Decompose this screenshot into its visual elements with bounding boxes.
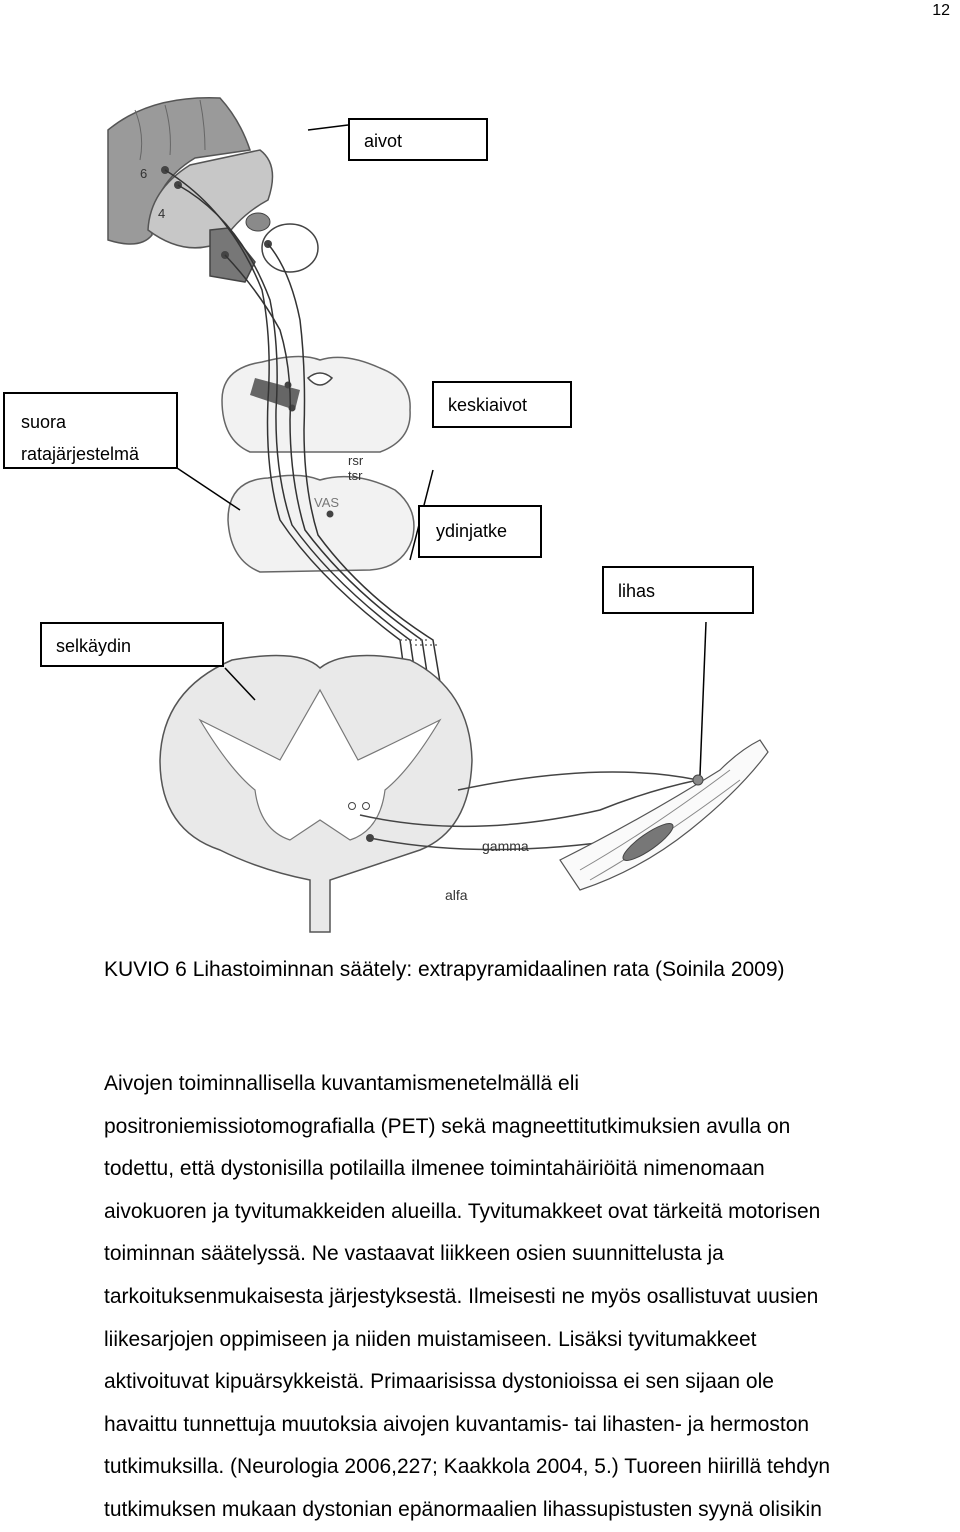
label-suora-ratajarjestelma: suora ratajärjestelmä [3, 392, 178, 469]
body-line: aktivoituvat kipuärsykkeistä. Primaarisi… [104, 1370, 774, 1394]
body-line: toiminnan säätelyssä. Ne vastaavat liikk… [104, 1242, 724, 1266]
tsr-label: tsr [348, 468, 363, 483]
body-line: tutkimuksilla. (Neurologia 2006,227; Kaa… [104, 1455, 831, 1479]
area-4-label: 4 [158, 206, 165, 221]
midbrain-section [221, 355, 411, 453]
body-line: liikesarjojen oppimiseen ja niiden muist… [104, 1327, 757, 1351]
page-number: 12 [932, 2, 950, 19]
body-line: havaittu tunnettuja muutoksia aivojen ku… [104, 1412, 810, 1436]
descending-tracts [164, 169, 459, 791]
label-lihas: lihas [602, 566, 754, 614]
body-line: tutkimuksen mukaan dystonian epänormaali… [104, 1497, 822, 1521]
figure-caption: KUVIO 6 Lihastoiminnan säätely: extrapyr… [104, 958, 785, 981]
label-keskiaivot-text: keskiaivot [448, 395, 528, 415]
label-selkaydin-text: selkäydin [56, 636, 132, 656]
body-line: tarkoituksenmukaisesta järjestyksestä. I… [104, 1284, 819, 1308]
body-line: aivokuoren ja tyvitumakkeiden alueilla. … [104, 1199, 821, 1223]
label-suora-line2: ratajärjestelmä [21, 444, 140, 464]
label-selkaydin: selkäydin [40, 622, 224, 667]
area-6-label: 6 [140, 166, 147, 181]
gamma-label: gamma [482, 838, 529, 854]
label-aivot: aivot [348, 118, 488, 161]
medulla-section [227, 474, 415, 573]
body-line: positroniemissiotomografialla (PET) sekä… [104, 1114, 791, 1138]
leader-lines [176, 124, 707, 776]
vas-label: VAS [314, 495, 339, 510]
rsr-label: rsr [348, 453, 364, 468]
cortex-shape [107, 97, 319, 283]
body-paragraph: Aivojen toiminnallisella kuvantamismenet… [104, 1063, 954, 1532]
dotted-tracts [400, 639, 440, 646]
label-ydinjatke: ydinjatke [418, 505, 542, 558]
body-line: Aivojen toiminnallisella kuvantamismenet… [104, 1072, 580, 1095]
pathway-illustration: 6 4 rsr tsr VAS [107, 97, 769, 933]
spinal-cord-section [159, 654, 473, 933]
alfa-label: alfa [445, 887, 468, 903]
label-suora-line1: suora [21, 412, 67, 432]
pathway-figure: 6 4 rsr tsr VAS [3, 97, 769, 933]
body-line: todettu, että dystonisilla potilailla il… [104, 1157, 765, 1181]
label-aivot-text: aivot [364, 131, 403, 151]
label-ydinjatke-text: ydinjatke [436, 521, 508, 541]
label-keskiaivot: keskiaivot [432, 381, 572, 428]
label-lihas-text: lihas [618, 581, 656, 601]
muscle-shape [559, 739, 769, 891]
